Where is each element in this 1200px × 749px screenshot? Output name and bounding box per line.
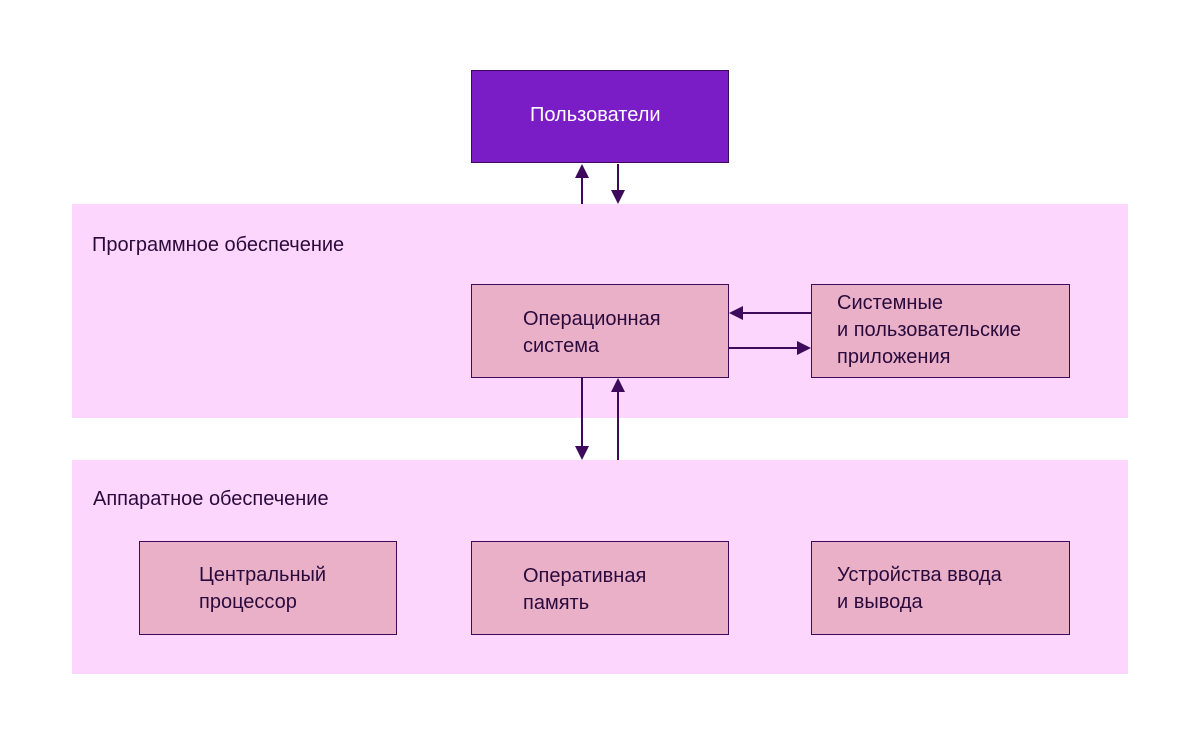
cpu-label-line-1: Центральный xyxy=(199,564,327,586)
software-band-label: Программное обеспечение xyxy=(92,234,345,256)
arrowhead-down-to-software xyxy=(611,190,625,204)
ram-label-line-1: Оперативная xyxy=(523,565,647,587)
hardware-band-label: Аппаратное обеспечение xyxy=(93,488,329,510)
cpu-label: Центральный процессор xyxy=(199,562,326,616)
users-label: Пользователи xyxy=(530,104,661,126)
ram-box: Оперативная память xyxy=(471,541,729,635)
applications-box: Системные и пользовательские приложения xyxy=(811,284,1070,378)
applications-label: Системные и пользовательские приложения xyxy=(837,290,1021,371)
io-devices-label-line-1: Устройства ввода xyxy=(837,564,1002,586)
applications-label-line-2: и пользовательские xyxy=(837,319,1022,341)
cpu-label-line-2: процессор xyxy=(199,591,297,613)
arrowhead-down-to-hardware xyxy=(575,446,589,460)
applications-label-line-1: Системные xyxy=(837,292,943,314)
applications-label-line-3: приложения xyxy=(837,346,951,368)
io-devices-box: Устройства ввода и вывода xyxy=(811,541,1070,635)
operating-system-label: Операционная система xyxy=(523,306,661,360)
ram-label: Оперативная память xyxy=(523,563,646,617)
io-devices-label: Устройства ввода и вывода xyxy=(837,562,1002,616)
io-devices-label-line-2: и вывода xyxy=(837,591,923,613)
ram-label-line-2: память xyxy=(523,592,590,614)
users-box: Пользователи xyxy=(471,70,729,163)
operating-system-label-line-2: система xyxy=(523,335,600,357)
cpu-box: Центральный процессор xyxy=(139,541,397,635)
operating-system-box: Операционная система xyxy=(471,284,729,378)
arrowhead-up-to-users xyxy=(575,164,589,178)
operating-system-label-line-1: Операционная xyxy=(523,308,661,330)
